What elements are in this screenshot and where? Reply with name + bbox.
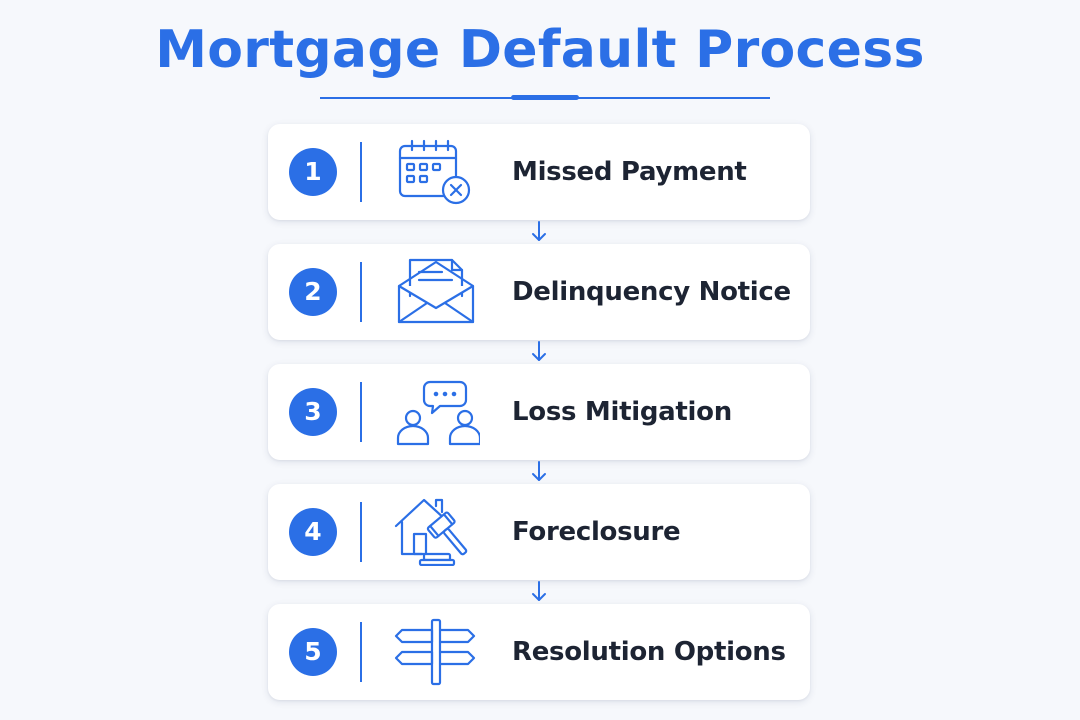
step-connector <box>268 460 810 484</box>
step-label: Resolution Options <box>512 637 786 667</box>
step-number-badge: 4 <box>289 508 337 556</box>
step-divider <box>360 502 362 562</box>
envelope-letter-icon <box>394 258 480 326</box>
step-connector <box>268 580 810 604</box>
page-title: Mortgage Default Process <box>155 20 925 80</box>
arrow-down-icon <box>532 461 546 481</box>
step-card: 4 Foreclosure <box>268 484 810 580</box>
step-connector <box>268 340 810 364</box>
calendar-x-icon <box>394 138 480 206</box>
step-divider <box>360 142 362 202</box>
step-card: 2 Delinquency Notice <box>268 244 810 340</box>
step-number-badge: 3 <box>289 388 337 436</box>
arrow-down-icon <box>532 221 546 241</box>
arrow-down-icon <box>532 341 546 361</box>
signpost-icon <box>394 618 480 686</box>
people-chat-icon <box>394 378 482 446</box>
step-label: Loss Mitigation <box>512 397 732 427</box>
arrow-down-icon <box>532 581 546 601</box>
step-number-badge: 5 <box>289 628 337 676</box>
step-number-badge: 1 <box>289 148 337 196</box>
step-connector <box>268 220 810 244</box>
step-label: Delinquency Notice <box>512 277 791 307</box>
step-card: 5 Resolution Options <box>268 604 810 700</box>
house-gavel-icon <box>394 498 480 567</box>
step-card: 1 <box>268 124 810 220</box>
process-steps: 1 <box>268 124 810 700</box>
title-underline-accent <box>511 95 579 100</box>
step-divider <box>360 382 362 442</box>
step-label: Missed Payment <box>512 157 747 187</box>
step-card: 3 Loss Mitigation <box>268 364 810 460</box>
step-divider <box>360 622 362 682</box>
step-number-badge: 2 <box>289 268 337 316</box>
step-label: Foreclosure <box>512 517 681 547</box>
step-divider <box>360 262 362 322</box>
